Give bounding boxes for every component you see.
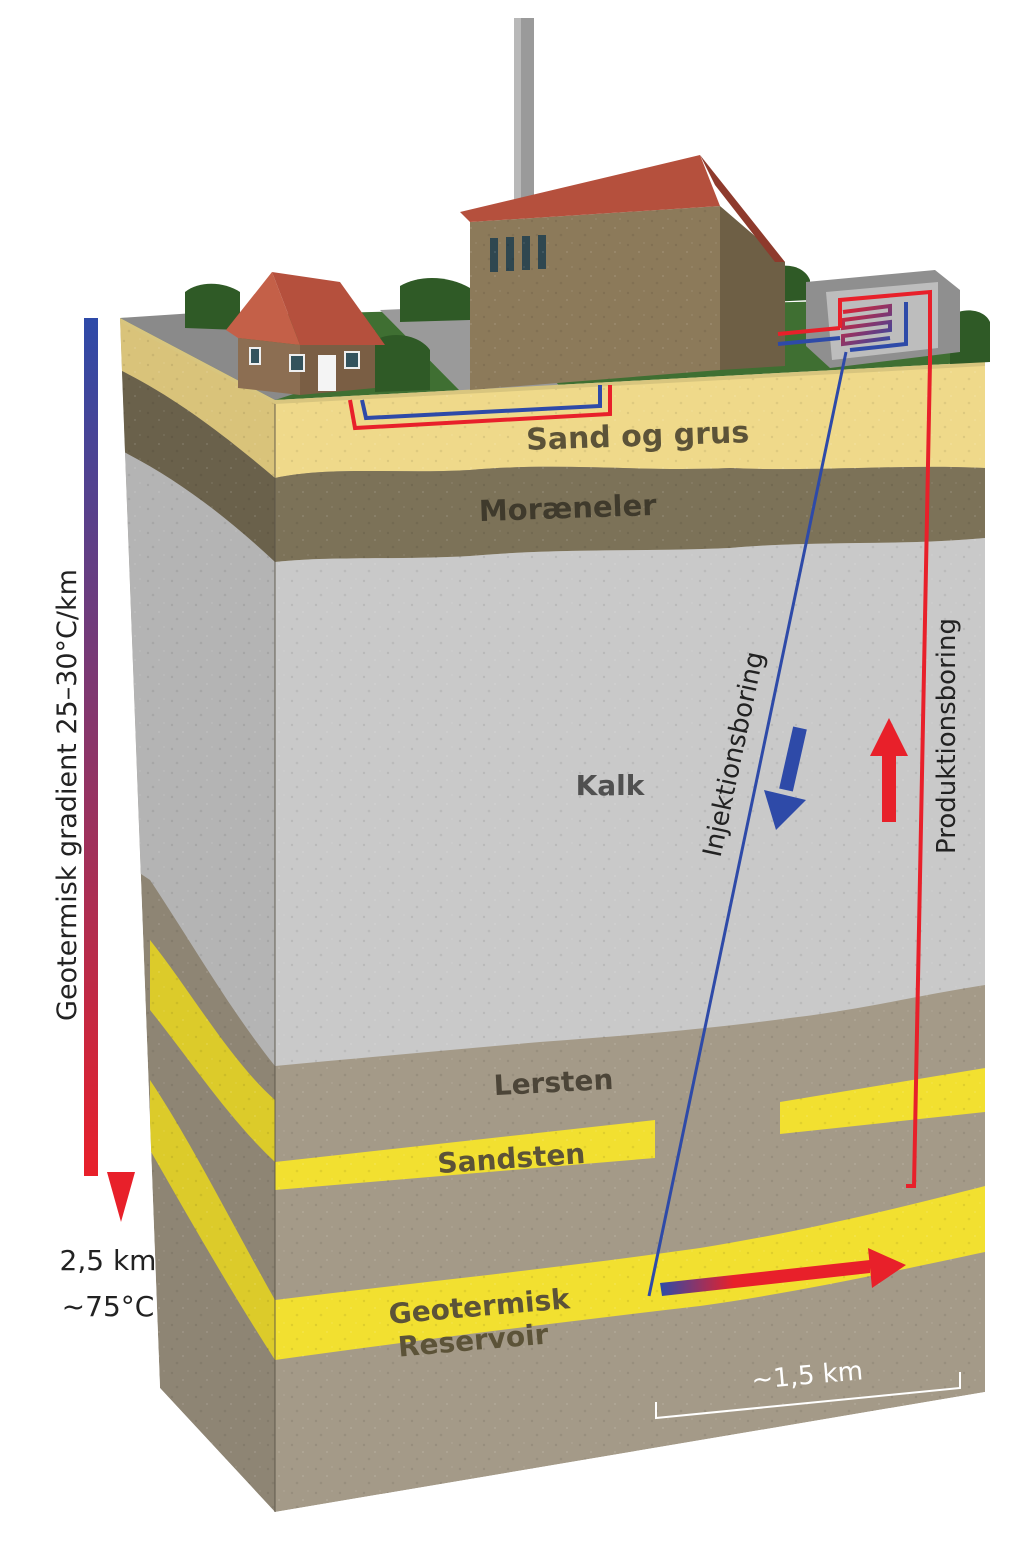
plant-building — [460, 155, 785, 390]
house — [226, 272, 385, 395]
injection-flow-arrow — [764, 726, 807, 830]
reservoir-flow-arrow — [660, 1248, 906, 1296]
label-produktionsboring: Produktionsboring — [932, 618, 962, 854]
label-sand-og-grus: Sand og grus — [526, 415, 750, 458]
block-front-face — [275, 362, 985, 1512]
label-depth: 2,5 km — [60, 1244, 157, 1277]
injection-well — [647, 351, 848, 1297]
hedge-left — [185, 283, 240, 330]
scale-bar — [655, 1372, 961, 1420]
pipe-supply-house — [348, 385, 612, 431]
label-moraeneler: Moræneler — [478, 488, 657, 528]
label-temperature: ~75°C — [62, 1290, 155, 1323]
label-gradient: Geotermisk gradient 25–30°C/km — [52, 569, 83, 1021]
label-kalk: Kalk — [576, 769, 646, 802]
label-lersten: Lersten — [493, 1063, 614, 1102]
heat-exchanger-coil — [841, 303, 892, 347]
block-left-face — [120, 318, 275, 1512]
production-flow-arrow — [870, 718, 908, 822]
hedge-mid — [400, 277, 470, 322]
hedge-house — [375, 335, 430, 392]
heat-exchanger-housing — [806, 270, 960, 368]
production-well — [906, 361, 932, 1188]
gradient-arrow — [84, 318, 135, 1222]
pipe-return-house — [360, 385, 602, 421]
